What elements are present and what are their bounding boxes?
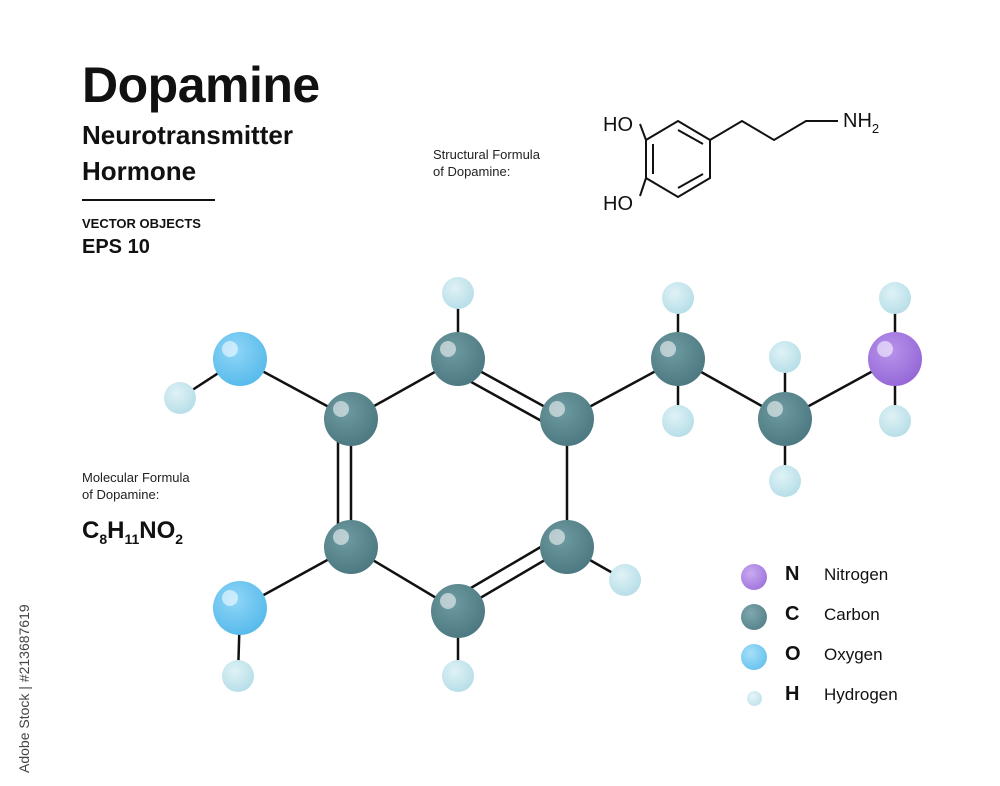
carbon-atom xyxy=(431,332,485,386)
highlight xyxy=(660,341,676,357)
oxygen-atom xyxy=(213,332,267,386)
oxygen-atom xyxy=(213,581,267,635)
molecular-caption-line1: Molecular Formula xyxy=(82,470,190,485)
formula-o-sub: 2 xyxy=(175,530,184,547)
hydrogen-atom xyxy=(769,465,801,497)
page-title: Dopamine xyxy=(82,57,320,113)
highlight xyxy=(440,341,456,357)
vector-objects-label: VECTOR OBJECTS xyxy=(82,216,201,231)
subtitle-neurotransmitter: Neurotransmitter xyxy=(82,120,293,150)
legend-name: Carbon xyxy=(824,605,880,624)
hydrogen-atom xyxy=(879,282,911,314)
carbon-atom xyxy=(324,520,378,574)
molecular-formula-caption: Molecular Formula of Dopamine: xyxy=(82,469,190,503)
hydrogen-atom xyxy=(222,660,254,692)
legend-symbol: H xyxy=(785,683,800,705)
legend-name: Nitrogen xyxy=(824,565,889,584)
skeletal-double-bond-2 xyxy=(677,173,704,189)
stock-watermark: Adobe Stock | #213687619 xyxy=(16,604,32,773)
carbon-atom xyxy=(431,584,485,638)
hydrogen-atom xyxy=(662,405,694,437)
carbon-atom xyxy=(324,392,378,446)
skeletal-double-bond-1 xyxy=(677,129,704,145)
legend-item-carbon: C Carbon xyxy=(740,601,940,631)
legend: N Nitrogen C Carbon O Oxygen H Hydrogen xyxy=(740,561,940,711)
highlight xyxy=(549,401,565,417)
formula-h-sub: 11 xyxy=(124,530,140,547)
skeletal-side-chain xyxy=(709,119,838,142)
hydrogen-atom xyxy=(164,382,196,414)
hydrogen-atom xyxy=(662,282,694,314)
legend-symbol: C xyxy=(785,603,800,625)
nitrogen-atom xyxy=(868,332,922,386)
legend-name: Oxygen xyxy=(824,645,883,664)
molecular-formula: C8H11NO2 xyxy=(82,517,183,547)
highlight xyxy=(333,401,349,417)
hydrogen-legend-dot xyxy=(747,691,762,706)
skeletal-bonds xyxy=(639,119,838,199)
hydrogen-atom xyxy=(609,564,641,596)
highlight xyxy=(333,529,349,545)
legend-symbol: O xyxy=(785,643,801,665)
structural-caption-line2: of Dopamine: xyxy=(433,164,511,179)
legend-name: Hydrogen xyxy=(824,685,898,704)
legend-item-oxygen: O Oxygen xyxy=(740,641,940,671)
highlight xyxy=(222,590,238,606)
skeletal-ho-top: HO xyxy=(603,114,633,136)
highlight xyxy=(222,341,238,357)
highlight xyxy=(549,529,565,545)
atom-highlights xyxy=(222,341,893,609)
formula-h: H xyxy=(107,517,125,544)
legend-symbol: N xyxy=(785,563,800,585)
skeletal-nh-sub: 2 xyxy=(872,121,879,136)
carbon-atom xyxy=(758,392,812,446)
highlight xyxy=(767,401,783,417)
oxygen-legend-dot xyxy=(741,644,767,670)
hydrogen-atoms xyxy=(164,277,911,692)
molecular-caption-line2: of Dopamine: xyxy=(82,487,160,502)
highlight xyxy=(440,593,456,609)
carbon-legend-dot xyxy=(741,604,767,630)
skeletal-ho-bottom: HO xyxy=(603,193,633,215)
hydrogen-atom xyxy=(879,405,911,437)
skeletal-nh: NH xyxy=(843,110,872,132)
formula-c: C xyxy=(82,517,100,544)
legend-item-nitrogen: N Nitrogen xyxy=(740,561,940,591)
structural-caption-line1: Structural Formula xyxy=(433,147,540,162)
carbon-atom xyxy=(540,520,594,574)
legend-item-hydrogen: H Hydrogen xyxy=(740,681,940,711)
skeletal-nh2: NH2 xyxy=(843,110,879,136)
nitrogen-legend-dot xyxy=(741,564,767,590)
carbon-atom xyxy=(540,392,594,446)
hydrogen-atom xyxy=(442,277,474,309)
highlight xyxy=(877,341,893,357)
formula-c-sub: 8 xyxy=(99,530,108,547)
subtitle-hormone: Hormone xyxy=(82,156,197,186)
hydrogen-atom xyxy=(769,341,801,373)
formula-no: NO xyxy=(139,517,176,544)
eps-label: EPS 10 xyxy=(82,236,150,258)
structural-formula-caption: Structural Formula of Dopamine: xyxy=(433,146,540,180)
skeletal-bond-ho-bottom xyxy=(639,177,647,197)
carbon-atom xyxy=(651,332,705,386)
skeletal-bond-ho-top xyxy=(639,123,647,141)
title-divider xyxy=(82,199,215,201)
hydrogen-atom xyxy=(442,660,474,692)
